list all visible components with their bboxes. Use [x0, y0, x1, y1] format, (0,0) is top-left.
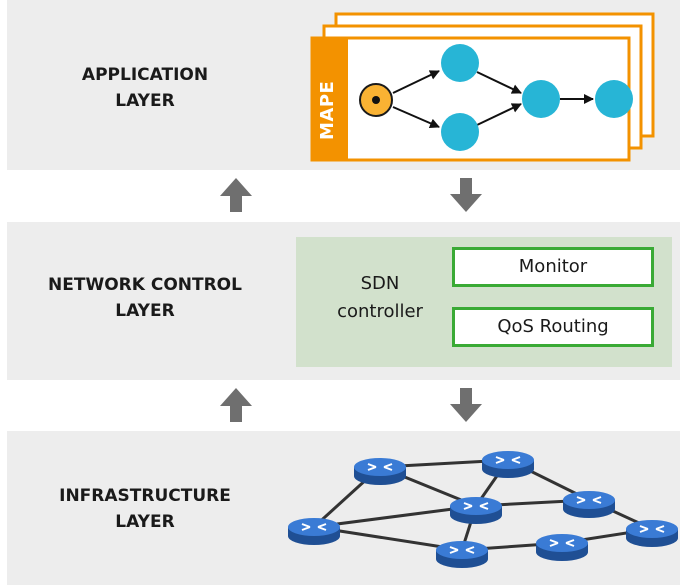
workflow-node	[522, 80, 560, 118]
application-layer-title-line1: APPLICATION	[81, 65, 209, 85]
mape-label: MAPE	[317, 80, 338, 140]
sdn-label-line2: controller	[337, 301, 423, 322]
router-icon	[288, 518, 340, 545]
network-control-layer-title-line2: LAYER	[115, 301, 175, 321]
qos-routing-module: QoS Routing	[452, 307, 654, 347]
application-layer-title-line2: LAYER	[115, 91, 175, 111]
infrastructure-layer-title: INFRASTRUCTURE LAYER	[0, 483, 290, 535]
infrastructure-layer-title-line1: INFRASTRUCTURE	[59, 486, 231, 506]
application-layer-title: APPLICATION LAYER	[0, 62, 290, 114]
monitor-module: Monitor	[452, 247, 654, 287]
network-control-layer-title-line1: NETWORK CONTROL	[48, 275, 242, 295]
router-icon	[536, 534, 588, 561]
router-icon	[482, 451, 534, 478]
workflow-edge	[392, 70, 440, 94]
router-icon	[450, 497, 502, 524]
workflow-node	[441, 113, 479, 151]
workflow-edge	[476, 71, 522, 94]
arrow-down-icon	[450, 388, 482, 422]
arrow-down-icon	[450, 178, 482, 212]
network-control-layer-title: NETWORK CONTROL LAYER	[0, 272, 290, 324]
arrow-up-icon	[220, 388, 252, 422]
workflow-start-dot	[372, 96, 380, 104]
sdn-label-line1: SDN	[360, 273, 400, 294]
router-icon	[626, 520, 678, 547]
arrow-up-icon	[220, 178, 252, 212]
workflow-edge	[392, 106, 440, 128]
router-icon	[436, 541, 488, 568]
workflow-node	[441, 44, 479, 82]
mape-label-strip	[312, 38, 348, 160]
infrastructure-layer-title-line2: LAYER	[115, 512, 175, 532]
sdn-controller-label: SDN controller	[305, 270, 455, 326]
router-icon	[563, 491, 615, 518]
workflow-node	[595, 80, 633, 118]
workflow-edge	[476, 103, 522, 126]
router-icon	[354, 458, 406, 485]
